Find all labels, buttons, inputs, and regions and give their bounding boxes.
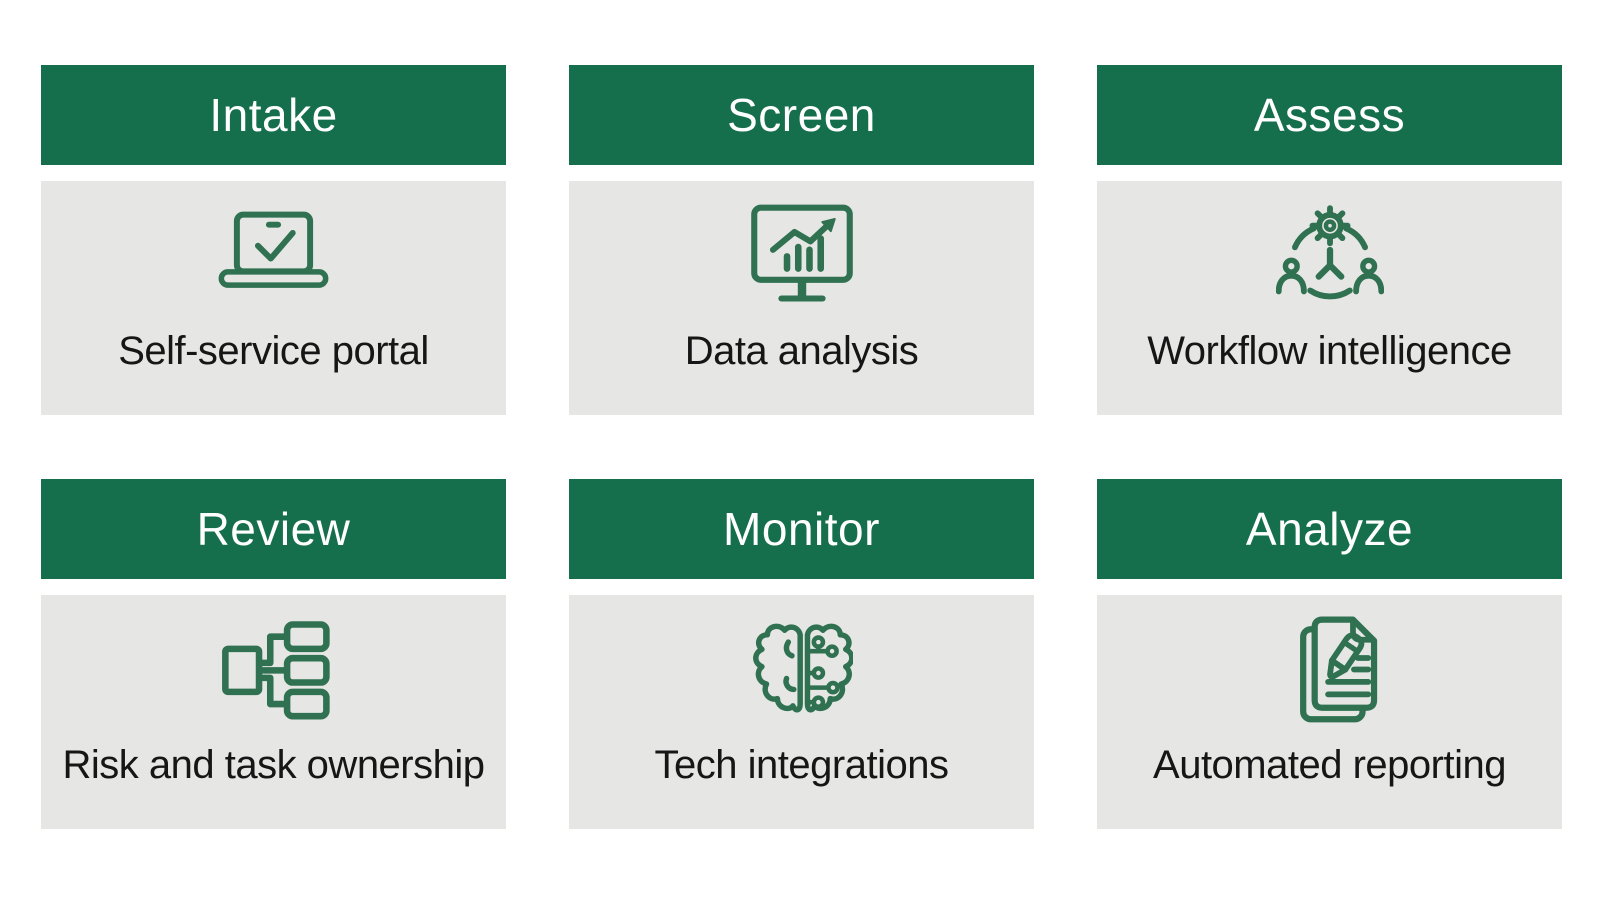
card-header: Screen xyxy=(569,65,1034,165)
card-header: Review xyxy=(41,479,506,579)
card-title: Assess xyxy=(1253,89,1406,141)
card-label: Tech integrations xyxy=(654,743,949,787)
card-header: Assess xyxy=(1097,65,1562,165)
card-label: Self-service portal xyxy=(118,329,429,373)
card-title: Monitor xyxy=(723,503,880,555)
card-header: Analyze xyxy=(1097,479,1562,579)
card-title: Review xyxy=(196,503,351,555)
card-label: Risk and task ownership xyxy=(62,743,485,787)
card-body: Automated reporting xyxy=(1097,595,1562,829)
laptop-check-icon xyxy=(214,201,333,307)
card-label: Data analysis xyxy=(684,329,919,373)
card-body: Workflow intelligence xyxy=(1097,181,1562,415)
card-body: Data analysis xyxy=(569,181,1034,415)
card-title: Analyze xyxy=(1245,503,1414,555)
process-cards-grid: Intake Self-service portal Screen xyxy=(41,65,1562,829)
documents-pencil-icon xyxy=(1282,615,1378,722)
card-review: Review Risk and task ownership xyxy=(41,479,506,829)
org-hierarchy-icon xyxy=(216,615,332,721)
brain-circuit-icon xyxy=(751,615,853,721)
card-header: Monitor xyxy=(569,479,1034,579)
gear-people-icon xyxy=(1275,201,1384,307)
card-intake: Intake Self-service portal xyxy=(41,65,506,415)
card-title: Screen xyxy=(727,89,876,141)
card-label: Automated reporting xyxy=(1153,743,1506,787)
card-header: Intake xyxy=(41,65,506,165)
card-screen: Screen Data a xyxy=(569,65,1034,415)
card-label: Workflow intelligence xyxy=(1147,329,1512,373)
card-monitor: Monitor xyxy=(569,479,1034,829)
card-body: Self-service portal xyxy=(41,181,506,415)
card-assess: Assess xyxy=(1097,65,1562,415)
monitor-chart-icon xyxy=(741,201,863,307)
card-body: Tech integrations xyxy=(569,595,1034,829)
card-body: Risk and task ownership xyxy=(41,595,506,829)
card-title: Intake xyxy=(209,89,338,141)
card-analyze: Analyze xyxy=(1097,479,1562,829)
